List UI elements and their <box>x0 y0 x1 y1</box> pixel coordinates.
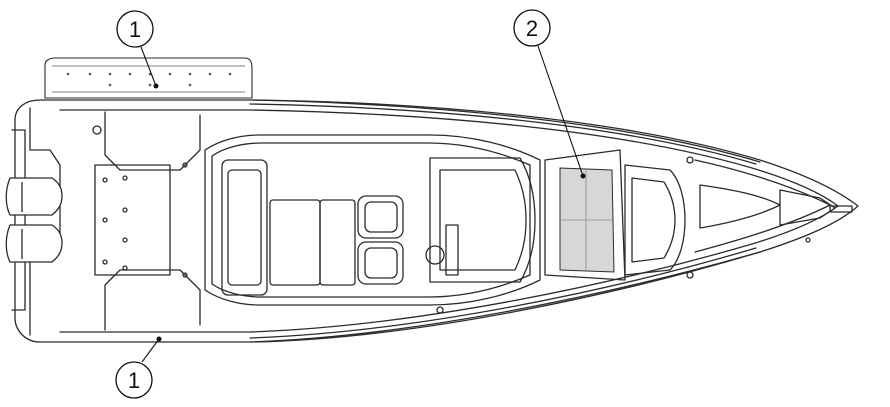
steering-wheel <box>425 245 445 265</box>
leader-1-top <box>140 46 157 87</box>
callout-1-bottom: 1 <box>115 361 153 399</box>
callout-label: 2 <box>526 16 538 41</box>
storage-box-2 <box>319 199 356 286</box>
rub-rail-bottom <box>254 251 761 343</box>
cockpit-outline <box>204 134 541 306</box>
deck-fittings <box>92 125 811 314</box>
platform-fittings <box>66 72 232 87</box>
engine-bottom <box>5 224 63 263</box>
callout-label: 1 <box>129 17 141 42</box>
transom <box>29 107 61 336</box>
leader-2 <box>537 45 584 177</box>
aft-deck-box <box>94 164 171 276</box>
bow-lounge-inner <box>631 177 676 263</box>
highlight-area-1-top <box>44 57 253 99</box>
aft-seat-left <box>221 159 268 296</box>
bow-roller <box>829 205 853 213</box>
bow-anchor-locker <box>779 189 836 226</box>
rub-rail-top <box>254 99 761 163</box>
aft-seat-cushion <box>227 169 262 286</box>
dash-panel <box>445 224 459 276</box>
callout-1-top: 1 <box>116 10 154 48</box>
pilot-seat-top-inner <box>364 201 398 233</box>
pilot-seat-bottom <box>357 241 404 285</box>
hull-outline <box>14 99 859 343</box>
swim-platform <box>11 129 26 311</box>
callout-label: 1 <box>128 368 140 393</box>
bow-lounge <box>624 164 686 276</box>
callout-2: 2 <box>513 9 551 47</box>
engine-top <box>5 177 63 216</box>
cockpit-inner <box>211 142 531 298</box>
bow-hatch <box>699 184 781 229</box>
leader-1-bottom <box>141 338 160 363</box>
stern-deck <box>104 111 201 331</box>
helm-console-inner <box>439 169 527 271</box>
gunwale-inner-2 <box>249 103 757 339</box>
pilot-seat-bottom-inner <box>364 247 398 279</box>
helm-console <box>429 157 536 283</box>
pilot-seat-top <box>357 195 404 239</box>
storage-box-1 <box>269 199 321 286</box>
outboard-engines <box>5 177 63 263</box>
bow-seat-area <box>544 149 626 281</box>
